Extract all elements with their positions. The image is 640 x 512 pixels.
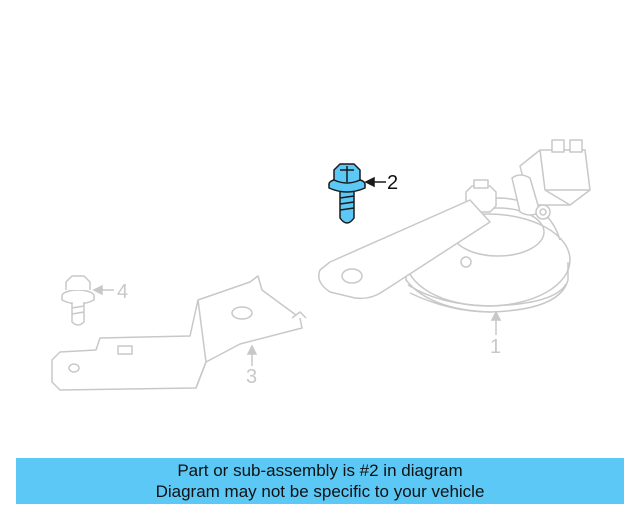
banner-line-2: Diagram may not be specific to your vehi… <box>155 482 485 501</box>
callout-label-1: 1 <box>490 336 502 358</box>
bracket-part-3 <box>51 275 307 391</box>
bracket-bolt-leader <box>92 284 114 296</box>
bolt-leader <box>364 176 386 188</box>
info-banner: Part or sub-assembly is #2 in diagram Di… <box>16 458 624 504</box>
horn-leader <box>490 310 502 335</box>
bolt-part-2[interactable] <box>328 163 366 224</box>
horn-part-1 <box>318 139 591 313</box>
bracket-bolt-part-4 <box>61 275 95 326</box>
banner-line-1: Part or sub-assembly is #2 in diagram <box>177 461 463 480</box>
callout-label-3: 3 <box>246 366 258 388</box>
callout-label-2: 2 <box>387 172 399 194</box>
bracket-leader <box>246 344 258 366</box>
callout-label-4: 4 <box>117 281 129 303</box>
